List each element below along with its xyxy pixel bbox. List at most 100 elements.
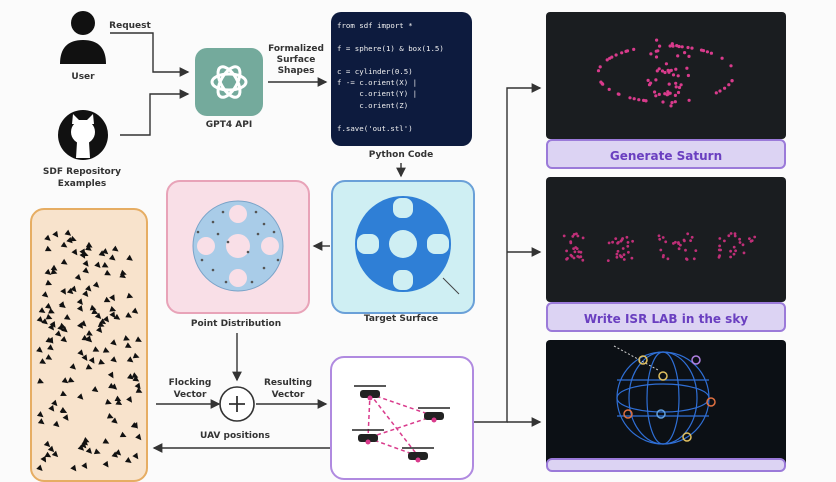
flock-agent-arrow [111, 245, 119, 252]
saturn-point [685, 66, 689, 70]
drone-swarm-panel [330, 356, 474, 480]
isr-lab-point [718, 244, 721, 248]
flock-agent-arrow [70, 464, 77, 472]
isr-lab-point [627, 250, 630, 254]
isr-lab-point [685, 258, 689, 261]
saturn-point [667, 82, 671, 86]
isr-lab-point [683, 239, 686, 243]
flock-agent-arrow [47, 344, 54, 351]
isr-lab-point [684, 248, 687, 252]
flock-agent-arrow [131, 372, 139, 378]
formalized-label-line2: Surface [276, 55, 316, 65]
flock-agent-arrow [51, 399, 58, 407]
isr-lab-point [622, 258, 626, 261]
isr-lab-point [615, 252, 619, 256]
flock-agent-arrow [61, 377, 69, 384]
saturn-point [714, 91, 718, 95]
saturn-point [666, 68, 670, 72]
saturn-points [596, 38, 734, 108]
saturn-point [690, 46, 694, 50]
formalized-label-line1: Formalized [268, 44, 324, 54]
isr-lab-point [572, 256, 576, 260]
flock-agent-arrow [62, 414, 69, 421]
code-line: from sdf import * [337, 21, 413, 30]
user-icon [60, 11, 106, 64]
target-surface-label: Target Surface [363, 314, 439, 324]
isr-lab-result-image [546, 177, 786, 302]
saturn-point [628, 96, 632, 100]
code-line: f = sphere(1) & box(1.5) [337, 43, 444, 53]
isr-lab-point [566, 257, 569, 260]
sdf-repo-label-line1: SDF Repository [42, 167, 122, 177]
flock-agent-arrow [50, 268, 58, 275]
flock-agent-arrow [82, 260, 89, 267]
flock-agent-arrow [48, 405, 55, 412]
user-label: User [71, 72, 95, 82]
flock-agent-arrow [102, 347, 110, 353]
isr-lab-point [734, 249, 737, 253]
isr-lab-point [666, 257, 670, 261]
sdf-shape-illustration [355, 196, 460, 295]
flock-agent-arrow [44, 451, 52, 458]
saturn-point [730, 79, 734, 83]
flock-agent-arrow [38, 307, 46, 314]
code-block: from sdf import * f = sphere(1) & box(1.… [337, 20, 471, 134]
flock-agent-arrow [63, 314, 71, 320]
isr-lab-point [577, 250, 581, 254]
saturn-point [680, 45, 684, 49]
flock-agent-arrow [102, 438, 110, 444]
flock-agent-arrow [82, 267, 89, 274]
saturn-point [656, 49, 660, 53]
flock-agent-arrow [89, 304, 97, 311]
resulting-label-line1: Resulting [263, 378, 313, 388]
isr-lab-point [742, 251, 746, 255]
flock-agent-arrow [41, 291, 49, 298]
flock-agent-arrow [66, 287, 74, 295]
flock-agent-arrow [45, 279, 53, 286]
flock-agent-arrow [132, 352, 140, 359]
saturn-caption: Generate Saturn [546, 139, 786, 169]
saturn-point [605, 58, 609, 62]
saturn-point [654, 78, 658, 82]
isr-lab-point [694, 249, 698, 252]
isr-lab-point [723, 239, 726, 243]
sdf-repo-label-line2: Examples [57, 179, 107, 189]
flocking-label-line1: Flocking [168, 378, 212, 388]
isr-lab-point [658, 237, 662, 241]
flock-agent-arrow [126, 356, 134, 363]
code-line: c = cylinder(0.5) [337, 66, 413, 76]
saturn-point [676, 74, 680, 78]
isr-lab-point [661, 255, 665, 259]
isr-lab-point [616, 241, 619, 245]
resulting-label-line2: Vector [271, 390, 305, 400]
flock-agent-arrow [60, 288, 66, 295]
python-code-label: Python Code [368, 150, 434, 160]
isr-lab-point [753, 235, 757, 239]
saturn-point [660, 69, 665, 73]
flock-agent-arrow [81, 462, 88, 470]
point-sphere-illustration [192, 200, 284, 292]
isr-lab-point [748, 237, 751, 240]
saturn-point [687, 54, 691, 59]
flock-agent-arrow [76, 305, 83, 312]
flocking-label-line2: Vector [173, 390, 207, 400]
flock-agent-arrow [60, 390, 67, 396]
flock-agent-arrow [92, 346, 100, 352]
flock-agent-arrow [64, 229, 72, 236]
saturn-point [654, 94, 658, 98]
saturn-point [596, 69, 601, 73]
flock-agent-arrow [50, 264, 58, 271]
isr-lab-caption-text: Write ISR LAB in the sky [583, 312, 749, 326]
saturn-point [654, 55, 659, 59]
isr-lab-point [622, 253, 626, 256]
flock-agent-arrow [43, 440, 51, 448]
saturn-point [632, 97, 636, 101]
to-saturn-arrow [473, 83, 542, 423]
isr-lab-point [606, 259, 610, 262]
flock-agent-arrow [86, 330, 93, 336]
saturn-point [705, 50, 709, 54]
flock-agent-arrow [45, 313, 53, 320]
flock-agent-arrow [110, 356, 117, 363]
flock-agent-arrow [48, 308, 55, 314]
saturn-point [658, 44, 662, 48]
